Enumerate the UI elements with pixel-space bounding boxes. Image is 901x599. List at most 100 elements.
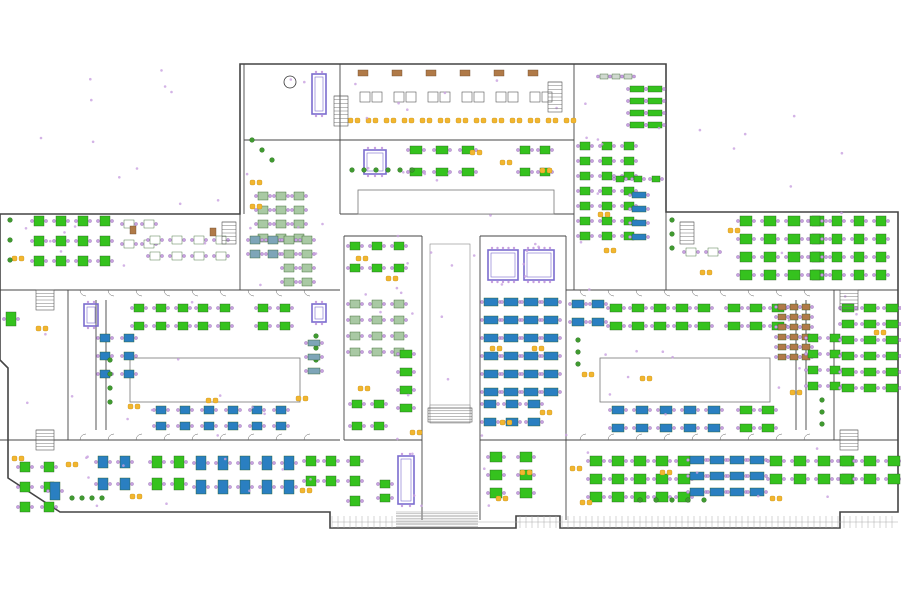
lounge-seat xyxy=(699,269,706,276)
workstation xyxy=(749,487,765,497)
chair xyxy=(322,459,326,463)
chair xyxy=(40,485,44,489)
workstation xyxy=(601,201,613,211)
chair xyxy=(710,324,714,328)
chair xyxy=(54,505,58,509)
chair xyxy=(160,254,164,258)
chair xyxy=(872,273,876,277)
chair xyxy=(860,370,864,374)
chair xyxy=(537,280,541,284)
workstation xyxy=(393,241,405,251)
chair xyxy=(360,244,364,248)
workstation xyxy=(151,455,163,469)
plant xyxy=(79,495,85,501)
chair xyxy=(635,349,638,353)
chair xyxy=(726,474,730,478)
lounge-seat xyxy=(639,375,646,382)
workstation xyxy=(601,156,613,166)
chair xyxy=(886,237,890,241)
chair xyxy=(884,477,888,481)
chair xyxy=(182,254,186,258)
chair xyxy=(480,300,484,304)
chair xyxy=(188,324,192,328)
courtyard-east xyxy=(599,357,771,403)
chair xyxy=(630,477,634,481)
chair xyxy=(628,221,632,225)
chair xyxy=(694,324,698,328)
workstation xyxy=(215,251,227,261)
chair xyxy=(520,354,524,358)
chair xyxy=(548,246,552,250)
workstation xyxy=(275,191,287,201)
chair xyxy=(558,390,562,394)
lounge-seat xyxy=(597,211,604,218)
workstation xyxy=(523,351,539,361)
chair xyxy=(160,238,164,242)
chair xyxy=(838,354,842,358)
chair xyxy=(806,237,810,241)
workstation xyxy=(777,353,787,361)
chair xyxy=(272,424,276,428)
chair xyxy=(166,306,170,310)
chair xyxy=(152,306,156,310)
workstation xyxy=(787,215,801,227)
lounge-seat xyxy=(502,495,509,502)
chair xyxy=(144,324,148,328)
workstation xyxy=(623,73,633,80)
workstation xyxy=(769,473,783,485)
plant xyxy=(313,333,319,339)
chair xyxy=(246,252,250,256)
chair xyxy=(30,259,34,263)
chair xyxy=(314,252,318,255)
chair xyxy=(776,237,780,241)
workstation xyxy=(177,303,189,313)
lounge-seat xyxy=(789,389,796,396)
workstation xyxy=(275,421,287,431)
chair xyxy=(280,280,284,284)
workstation xyxy=(173,455,185,469)
chair xyxy=(297,226,300,229)
chair xyxy=(320,300,324,304)
workstation xyxy=(841,351,855,361)
lounge-seat xyxy=(545,117,552,124)
chair xyxy=(540,354,544,358)
chair xyxy=(500,390,504,394)
chair xyxy=(671,355,674,359)
chair xyxy=(74,239,78,243)
plant xyxy=(669,497,675,503)
chair xyxy=(140,242,144,246)
workstation xyxy=(99,255,111,267)
chair xyxy=(579,240,583,244)
workstation xyxy=(257,205,269,215)
workstation xyxy=(543,387,559,397)
lounge-seat xyxy=(538,345,545,352)
chair xyxy=(400,504,404,508)
workstation xyxy=(55,215,67,227)
chair xyxy=(490,280,494,284)
chair xyxy=(404,302,408,306)
chair xyxy=(820,255,824,259)
chair xyxy=(686,490,690,494)
chair xyxy=(872,219,876,223)
chair xyxy=(752,273,756,277)
chair xyxy=(480,372,484,376)
chair xyxy=(380,146,384,150)
workstation xyxy=(647,109,663,117)
chair xyxy=(368,334,372,338)
lounge-seat xyxy=(462,117,469,124)
lounge-seat xyxy=(666,469,673,476)
lounge-seat xyxy=(509,117,516,124)
lounge-seat xyxy=(299,487,306,494)
chair xyxy=(404,318,408,322)
chair xyxy=(786,315,790,319)
chair xyxy=(736,219,740,223)
chair xyxy=(368,244,372,248)
chair xyxy=(86,326,90,330)
workstation xyxy=(197,303,209,313)
chair xyxy=(110,259,114,263)
chair xyxy=(798,325,802,329)
chair xyxy=(760,273,764,277)
chair xyxy=(622,306,626,310)
chair xyxy=(620,74,624,79)
chair xyxy=(216,199,220,202)
